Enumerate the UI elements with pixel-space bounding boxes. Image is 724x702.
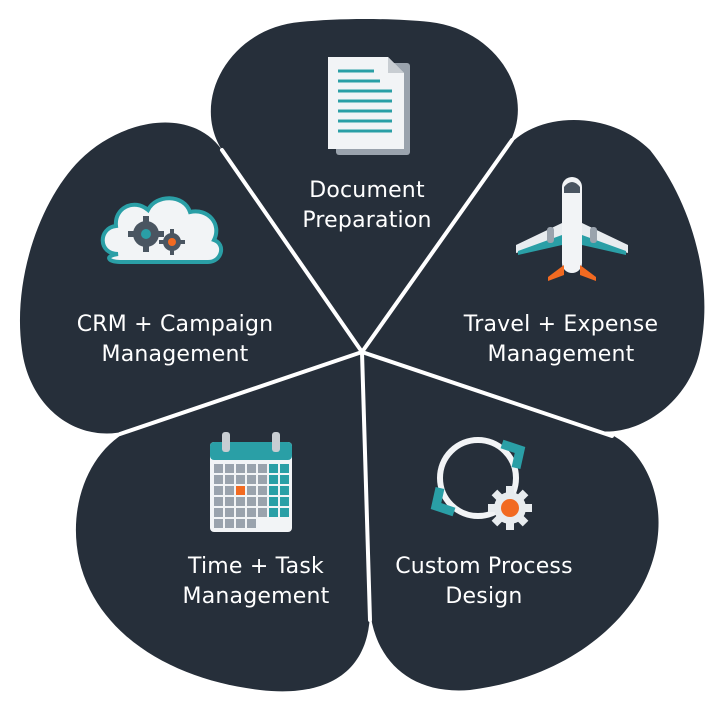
calendar-day-cell <box>247 486 256 495</box>
calendar-day-cell <box>214 497 223 506</box>
calendar-day-cell <box>258 497 267 506</box>
petal-crm <box>19 122 363 434</box>
cloud-gears-icon <box>100 196 224 264</box>
calendar-day-cell <box>225 475 234 484</box>
petal-document <box>210 19 518 352</box>
calendar-day-cell <box>225 508 234 517</box>
calendar-day-cell <box>247 508 256 517</box>
calendar-day-cell <box>280 497 289 506</box>
petal-travel <box>362 120 705 432</box>
calendar-day-cell <box>236 486 245 495</box>
calendar-day-cell <box>214 508 223 517</box>
calendar-day-cell <box>225 519 234 528</box>
calendar-day-cell <box>258 475 267 484</box>
calendar-day-cell <box>225 486 234 495</box>
calendar-day-cell <box>225 497 234 506</box>
calendar-day-cell <box>236 475 245 484</box>
calendar-day-cell <box>280 486 289 495</box>
calendar-day-cell <box>247 464 256 473</box>
calendar-day-cell <box>258 486 267 495</box>
calendar-day-cell <box>247 519 256 528</box>
calendar-day-cell <box>258 464 267 473</box>
calendar-day-cell <box>247 497 256 506</box>
calendar-day-cell <box>269 508 278 517</box>
calendar-day-cell <box>236 497 245 506</box>
calendar-day-cell <box>214 519 223 528</box>
calendar-day-cell <box>258 508 267 517</box>
calendar-day-cell <box>269 464 278 473</box>
calendar-day-cell <box>214 464 223 473</box>
calendar-day-cell <box>269 497 278 506</box>
calendar-day-cell <box>280 475 289 484</box>
calendar-day-cell <box>236 519 245 528</box>
airplane-icon <box>516 177 628 281</box>
calendar-day-cell <box>225 464 234 473</box>
calendar-day-cell <box>236 464 245 473</box>
calendar-day-cell <box>269 486 278 495</box>
calendar-icon <box>210 432 292 532</box>
calendar-day-cell <box>280 508 289 517</box>
calendar-day-cell <box>269 475 278 484</box>
calendar-day-cell <box>247 475 256 484</box>
calendar-day-cell <box>280 464 289 473</box>
calendar-day-cell <box>214 486 223 495</box>
calendar-day-cell <box>214 475 223 484</box>
document-icon <box>328 57 410 155</box>
process-cycle-icon <box>430 437 532 530</box>
petal-dividers <box>118 138 614 622</box>
calendar-day-cell <box>236 508 245 517</box>
